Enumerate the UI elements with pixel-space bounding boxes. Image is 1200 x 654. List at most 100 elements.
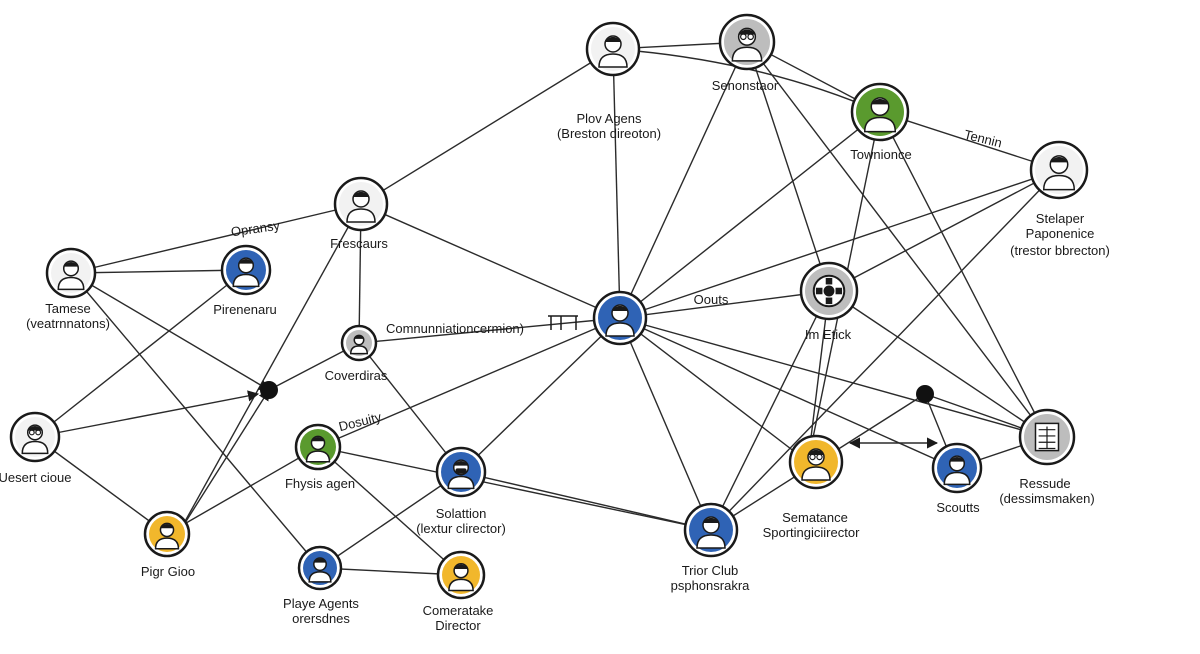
edge [319,471,462,569]
node-imetick[interactable] [799,261,859,321]
node-top2[interactable] [718,13,776,71]
edge [710,169,1060,531]
edge [746,41,1048,438]
person-glasses-icon [731,27,763,62]
person-icon [308,557,332,583]
edge [619,317,712,531]
node-top1[interactable] [585,21,641,77]
label-sportingdirector: Sportingiciirector [763,525,860,540]
edge [177,389,270,535]
edge [710,290,830,531]
node-solattion[interactable] [435,446,487,498]
junction-dot [916,385,934,403]
label-playe-agents: Playe Agents [283,596,359,611]
edge [619,41,748,319]
edge [879,111,1060,171]
label-usert: Uesert cioue [0,470,71,485]
node-ressude[interactable] [1018,408,1076,466]
node-playe[interactable] [297,545,343,591]
person-icon [448,563,474,592]
edge [619,290,830,319]
edge [166,446,319,535]
person-icon [305,435,331,463]
edge [460,471,712,531]
person-icon [232,257,260,288]
bracket-mark-icon [548,315,578,330]
node-pirenenaru[interactable] [220,244,272,296]
label-coverdiras: Coverdiras [325,368,388,383]
label-pigr: Pigr Gioo [141,564,195,579]
edge [177,203,362,535]
label-orersdnes: orersdnes [292,611,350,626]
person-glasses-icon [801,448,831,481]
label-townionce: Townionce [850,147,911,162]
labels: Senonstaor Plov Agens (Breston direoton)… [0,78,1110,633]
label-stelaper: Stelaper [1036,211,1085,226]
edge [34,390,260,438]
label-opransy: Opransy [230,218,281,240]
edge [828,169,1060,292]
label-tennin: Tennin [963,127,1004,151]
label-fhysis: Fhysis agen [285,476,355,491]
person-icon [1042,155,1076,191]
edge [619,317,809,463]
node-frescaurs[interactable] [333,176,389,232]
label-veatrnnatons: (veatrnnatons) [26,316,110,331]
person-glasses-icon [21,424,49,455]
edge [619,111,881,319]
edge [619,169,1060,319]
node-coverdiras[interactable] [340,324,378,362]
label-breston: (Breston direoton) [557,126,661,141]
label-dessimsmaken: (dessimsmaken) [999,491,1094,506]
node-trior[interactable] [683,502,739,558]
person-icon [943,455,971,486]
label-frescaurs: Frescaurs [330,236,388,251]
label-trestor: (trestor bbrecton) [1010,243,1110,258]
label-imetick: Im Etick [805,327,852,342]
label-psphonsrakra: psphonsrakra [671,578,751,593]
node-usert[interactable] [9,411,61,463]
edge [70,269,247,274]
gear-icon [812,274,846,308]
edge [317,317,621,448]
edge [612,48,621,319]
person-icon [696,516,726,549]
edge [879,111,1048,438]
grid-icon [1034,422,1060,452]
person-icon [605,304,635,337]
edge [34,436,168,535]
edge [317,446,462,576]
node-tamese[interactable] [45,247,97,299]
edge [34,269,247,438]
label-pirenenaru: Pirenenaru [213,302,277,317]
edge [360,48,614,205]
person-icon [154,522,180,550]
edge [70,272,321,569]
junction-dot [260,381,278,399]
label-sematance: Sematance [782,510,848,525]
edge [317,446,712,531]
node-scoutts[interactable] [931,442,983,494]
person-icon [598,35,628,68]
person-icon [57,260,85,291]
label-trior: Trior Club [682,563,739,578]
node-green_top[interactable] [850,82,910,142]
edge [70,272,270,391]
edge [612,48,881,113]
edge [70,203,362,274]
edge [828,290,1048,438]
label-outs: Oouts [694,292,729,307]
node-center[interactable] [592,290,648,346]
label-director: Director [435,618,481,633]
node-right_top[interactable] [1029,140,1089,200]
node-pigr[interactable] [143,510,191,558]
label-solattion: Solattion [436,506,487,521]
node-sematance[interactable] [788,434,844,490]
edge [460,317,621,473]
label-ressude: Ressude [1019,476,1070,491]
label-scoutts: Scoutts [936,500,980,515]
node-comeratake[interactable] [436,550,486,600]
node-fhysis[interactable] [294,423,342,471]
label-communication: Comnunniationcermion) [386,321,524,336]
